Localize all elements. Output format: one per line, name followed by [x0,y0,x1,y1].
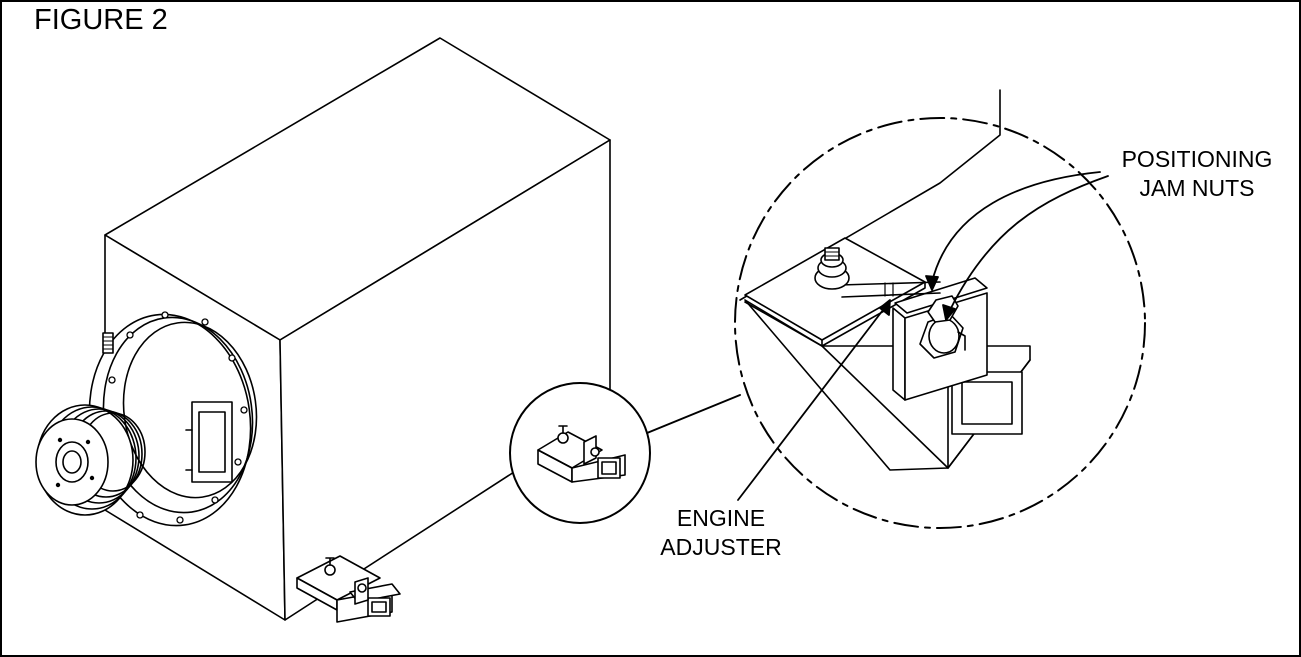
callout-leaders [737,171,1109,501]
detail-circle-large [734,89,1146,529]
detail-connector-line [646,394,741,434]
pulley [35,404,146,516]
callout-engine-adjuster: ENGINE ADJUSTER [621,504,821,562]
lifting-stud [102,332,114,354]
engine-mount-bottom [296,555,401,623]
callout-positioning-jam-nuts: POSITIONING JAM NUTS [1097,145,1297,203]
callout-positioning-line2: JAM NUTS [1139,175,1255,201]
figure-title: FIGURE 2 [34,4,168,36]
callout-engine-line1: ENGINE [676,505,766,531]
detail-circle-small [509,382,651,524]
callout-positioning-line1: POSITIONING [1121,146,1273,172]
callout-engine-line2: ADJUSTER [660,534,782,560]
